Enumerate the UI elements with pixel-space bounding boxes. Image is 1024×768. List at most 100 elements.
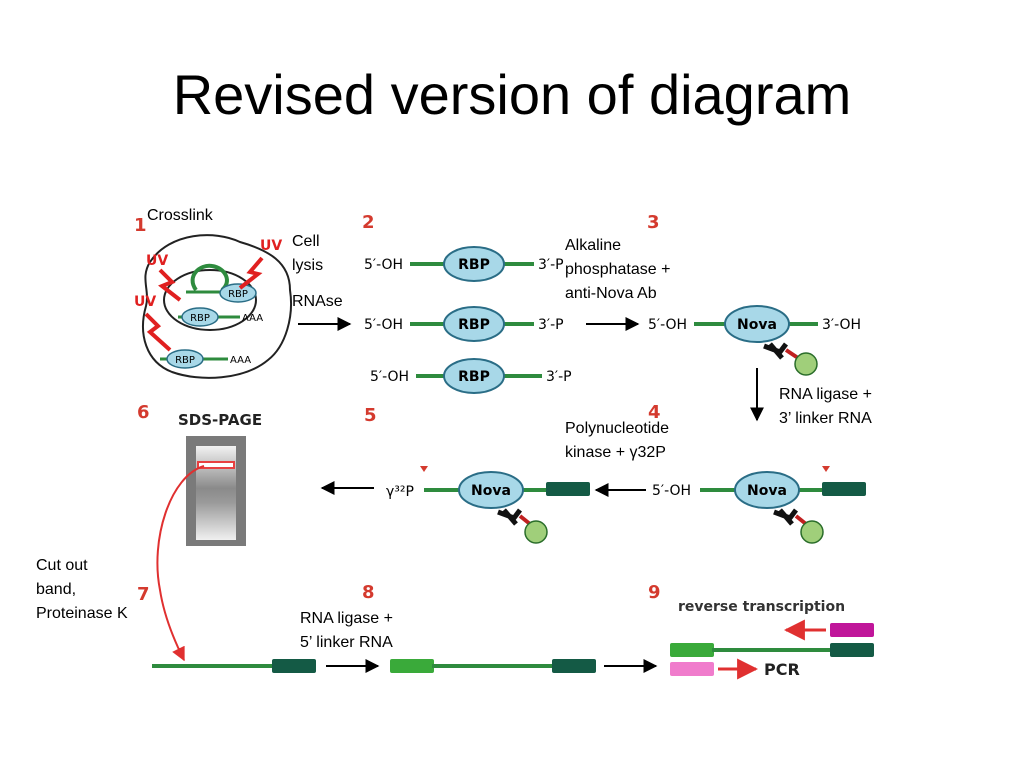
polya-label: AAA xyxy=(242,313,263,324)
uv-label: UV xyxy=(134,294,156,310)
nova-protein xyxy=(458,471,524,509)
nova-label: Nova xyxy=(747,483,787,499)
rbp-label: RBP xyxy=(175,355,195,366)
nova-protein xyxy=(734,471,800,509)
polya-label: AAA xyxy=(230,355,251,366)
red-marker xyxy=(822,466,830,472)
step-number-7: 7 xyxy=(137,584,150,605)
gel-band-highlight xyxy=(197,461,235,469)
excise-arrow xyxy=(156,465,205,662)
step-number-4: 4 xyxy=(648,402,661,423)
five-prime-oh-label: 5′-OH xyxy=(652,483,691,499)
annotation-pnk-line1: Polynucleotide xyxy=(565,420,669,437)
page-title: Revised version of diagram xyxy=(172,63,852,126)
rbp-label: RBP xyxy=(190,313,210,324)
step-number-3: 3 xyxy=(647,212,660,233)
step6-sds-page: SDS-PAGE xyxy=(156,411,262,662)
step-number-5: 5 xyxy=(364,405,377,426)
three-prime-linker xyxy=(830,643,874,657)
annotation-pnk-line2: kinase + γ32P xyxy=(565,444,666,461)
step8-dual-linker-rna xyxy=(390,659,596,673)
rbp-blob xyxy=(219,283,257,303)
rbp-label: RBP xyxy=(458,317,490,333)
step7-rna-with-linker xyxy=(152,659,316,673)
annotation-cut-line3: Proteinase K xyxy=(36,605,128,622)
cell-membrane xyxy=(142,234,292,379)
annotation-cell-lysis-line1: Cell xyxy=(292,233,320,250)
step3-nova-complex: 5′-OH Nova 3′-OH xyxy=(648,305,861,376)
step-number-6: 6 xyxy=(137,402,150,423)
nova-label: Nova xyxy=(471,483,511,499)
pcr-label: PCR xyxy=(764,660,800,679)
rbp-label: RBP xyxy=(228,289,248,300)
uv-zigzag-arrow xyxy=(158,268,182,302)
rbp-complex-row: 5′-OH RBP 3′-P xyxy=(364,246,564,282)
annotation-rna-ligase-3-line2: 3’ linker RNA xyxy=(779,410,872,427)
annotation-rnase: RNAse xyxy=(292,293,343,310)
annotation-crosslink: Crosslink xyxy=(147,207,214,224)
three-prime-linker xyxy=(822,482,866,496)
annotation-rna-ligase-5-line1: RNA ligase + xyxy=(300,610,393,627)
uv-label: UV xyxy=(260,238,282,254)
rna-hairpin xyxy=(190,263,229,292)
step-number-1: 1 xyxy=(134,215,147,236)
rbp-blob xyxy=(166,349,204,369)
uv-label: UV xyxy=(146,253,168,269)
gel-lane xyxy=(196,446,236,540)
annotation-cut-line2: band, xyxy=(36,581,76,598)
antibody-bead xyxy=(794,352,818,376)
uv-zigzag-arrow xyxy=(144,312,172,352)
rbp-label: RBP xyxy=(458,257,490,273)
three-prime-p-label: 3′-P xyxy=(538,257,564,273)
red-marker xyxy=(420,466,428,472)
five-prime-oh-label: 5′-OH xyxy=(648,317,687,333)
annotation-alkaline-line3: anti-Nova Ab xyxy=(565,285,657,302)
reverse-transcription-label: reverse transcription xyxy=(678,599,845,615)
annotation-cell-lysis-line2: lysis xyxy=(292,257,323,274)
five-prime-oh-label: 5′-OH xyxy=(370,369,409,385)
rbp-blob xyxy=(443,306,505,342)
three-prime-linker xyxy=(272,659,316,673)
antibody-linker xyxy=(784,348,800,360)
step4-nova-linker: 5′-OH Nova xyxy=(652,466,866,544)
five-prime-linker xyxy=(670,643,714,657)
step9-rt-pcr: reverse transcription PCR xyxy=(670,599,874,680)
annotation-alkaline-line2: phosphatase + xyxy=(565,261,670,278)
step1-cell: RBP RBP AAA RBP AAA UV UV UV xyxy=(134,234,292,379)
rbp-label: RBP xyxy=(458,369,490,385)
antibody-bead xyxy=(524,520,548,544)
sds-page-label: SDS-PAGE xyxy=(178,411,262,429)
annotation-rna-ligase-3-line1: RNA ligase + xyxy=(779,386,872,403)
nova-label: Nova xyxy=(737,317,777,333)
antibody-bead xyxy=(800,520,824,544)
rbp-complex-row: 5′-OH RBP 3′-P xyxy=(364,306,564,342)
three-prime-oh-label: 3′-OH xyxy=(822,317,861,333)
three-prime-p-label: 3′-P xyxy=(538,317,564,333)
step2-rbp-complexes: 5′-OH RBP 3′-P 5′-OH RBP 3′-P 5′-OH RBP … xyxy=(364,246,572,394)
rbp-blob xyxy=(443,246,505,282)
annotation-alkaline-line1: Alkaline xyxy=(565,237,621,254)
antibody-linker xyxy=(518,514,532,526)
pcr-primer xyxy=(670,662,714,676)
five-prime-oh-label: 5′-OH xyxy=(364,317,403,333)
rbp-complex-row: 5′-OH RBP 3′-P xyxy=(370,358,572,394)
uv-zigzag-arrow xyxy=(238,256,264,290)
gamma-32p-label: γ³²P xyxy=(386,484,414,500)
nucleus xyxy=(163,269,257,331)
antibody-shape xyxy=(497,508,522,526)
antibody-shape xyxy=(763,342,788,360)
step5-labeled-complex: γ³²P Nova xyxy=(386,466,590,544)
annotation-cut-line1: Cut out xyxy=(36,557,88,574)
rt-primer xyxy=(830,623,874,637)
three-prime-p-label: 3′-P xyxy=(546,369,572,385)
rbp-blob xyxy=(181,307,219,327)
annotation-rna-ligase-5-line2: 5’ linker RNA xyxy=(300,634,393,651)
rbp-blob xyxy=(443,358,505,394)
antibody-linker xyxy=(794,514,808,526)
step-number-2: 2 xyxy=(362,212,375,233)
five-prime-linker xyxy=(390,659,434,673)
three-prime-linker xyxy=(546,482,590,496)
three-prime-linker xyxy=(552,659,596,673)
step-number-8: 8 xyxy=(362,582,375,603)
